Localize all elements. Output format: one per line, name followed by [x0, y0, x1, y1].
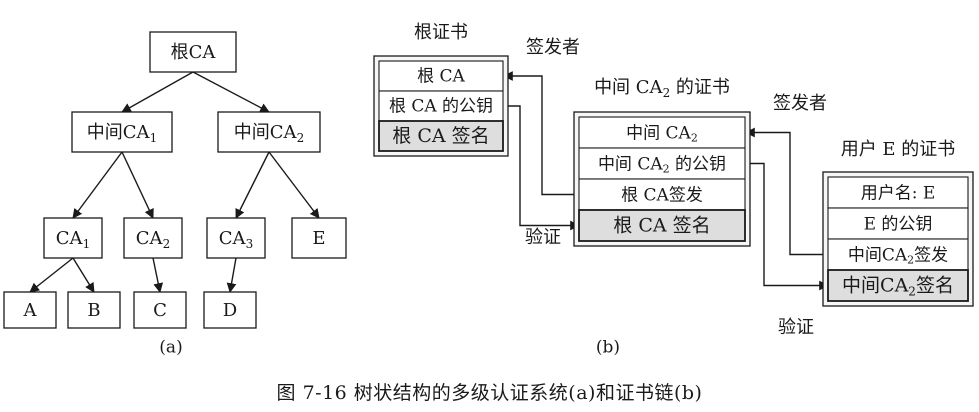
tree-node-ca3 — [206, 217, 266, 259]
tree-node-c — [133, 291, 187, 329]
tree-node-mid1 — [71, 111, 173, 153]
mid-cert-title: 中间 CA2 的证书 — [594, 77, 730, 100]
tree-node-label-b: B — [87, 300, 100, 321]
tree-edge-mid2-ca3 — [235, 151, 270, 219]
root-cert-row-2 — [378, 120, 504, 152]
tree-edge-ca3-d — [226, 257, 237, 293]
boxes-layer — [3, 31, 974, 329]
mid-cert-row-label-1: 中间 CA2 的公钥 — [598, 154, 726, 176]
user-cert-row-label-2: 中间CA2签发 — [848, 245, 948, 267]
edges-layer — [29, 71, 829, 293]
chain-sublabel: (b) — [596, 338, 620, 358]
tree-edge-root-mid1 — [121, 71, 194, 113]
user-cert-row-0 — [827, 176, 969, 209]
user-cert-row-label-3: 中间CA2签名 — [842, 275, 954, 299]
tree-edge-root-mid2 — [192, 71, 270, 113]
issuer-label-1: 签发者 — [526, 37, 580, 58]
verify-arrow-1 — [504, 105, 580, 231]
tree-node-ca2 — [123, 217, 183, 259]
user-cert-row-label-0: 用户名: E — [861, 183, 936, 203]
user-cert-row-2 — [827, 238, 969, 271]
mid-cert-row-2 — [578, 178, 746, 211]
issuer-arrow-2 — [745, 127, 828, 256]
root-cert-row-label-2: 根 CA 签名 — [392, 125, 489, 147]
user-cert-row-label-1: E 的公钥 — [864, 214, 933, 234]
user-cert-row-3 — [827, 269, 969, 302]
issuer-arrow-1 — [503, 71, 579, 196]
tree-node-label-ca3: CA3 — [219, 228, 253, 251]
tree-sublabel: (a) — [159, 338, 182, 358]
verify-label-2: 验证 — [778, 317, 814, 338]
user-cert-row-1 — [827, 207, 969, 240]
tree-edge-mid1-ca1 — [72, 151, 123, 219]
tree-node-label-e: E — [312, 228, 325, 249]
root-cert-row-label-1: 根 CA 的公钥 — [389, 97, 493, 117]
mid-cert-row-label-0: 中间 CA2 — [626, 123, 698, 145]
tree-node-b — [67, 291, 121, 329]
issuer-label-2: 签发者 — [773, 93, 827, 114]
tree-node-label-d: D — [223, 300, 237, 321]
tree-node-label-mid1: 中间CA1 — [87, 122, 157, 145]
verify-label-1: 验证 — [525, 227, 561, 248]
root-cert-row-label-0: 根 CA — [417, 67, 465, 87]
tree-edge-ca1-b — [72, 257, 95, 293]
figure-caption: 图 7-16 树状结构的多级认证系统(a)和证书链(b) — [276, 382, 703, 404]
mid-cert-row-3 — [578, 209, 746, 242]
tree-edge-ca2-c — [152, 257, 164, 293]
tree-node-label-root: 根CA — [171, 42, 217, 63]
tree-node-mid2 — [217, 111, 321, 153]
tree-node-e — [291, 217, 347, 259]
mid-cert-row-label-3: 根 CA 签名 — [613, 215, 710, 237]
tree-node-label-a: A — [23, 300, 38, 321]
mid-cert-row-label-2: 根 CA签发 — [621, 185, 703, 205]
tree-edge-mid1-ca2 — [121, 151, 154, 219]
tree-node-label-ca1: CA1 — [56, 228, 90, 251]
tree-node-ca1 — [43, 217, 103, 259]
tree-node-a — [3, 291, 57, 329]
root-cert-title: 根证书 — [414, 22, 468, 43]
tree-node-label-c: C — [153, 300, 167, 321]
tree-edge-mid2-e — [268, 151, 320, 219]
tree-node-d — [203, 291, 257, 329]
verify-arrow-2 — [746, 162, 829, 291]
tree-node-root — [149, 31, 237, 73]
user-cert-title: 用户 E 的证书 — [841, 139, 956, 160]
tree-node-label-ca2: CA2 — [136, 228, 170, 251]
tree-node-label-mid2: 中间CA2 — [234, 122, 304, 145]
tree-edge-ca1-a — [29, 257, 74, 293]
